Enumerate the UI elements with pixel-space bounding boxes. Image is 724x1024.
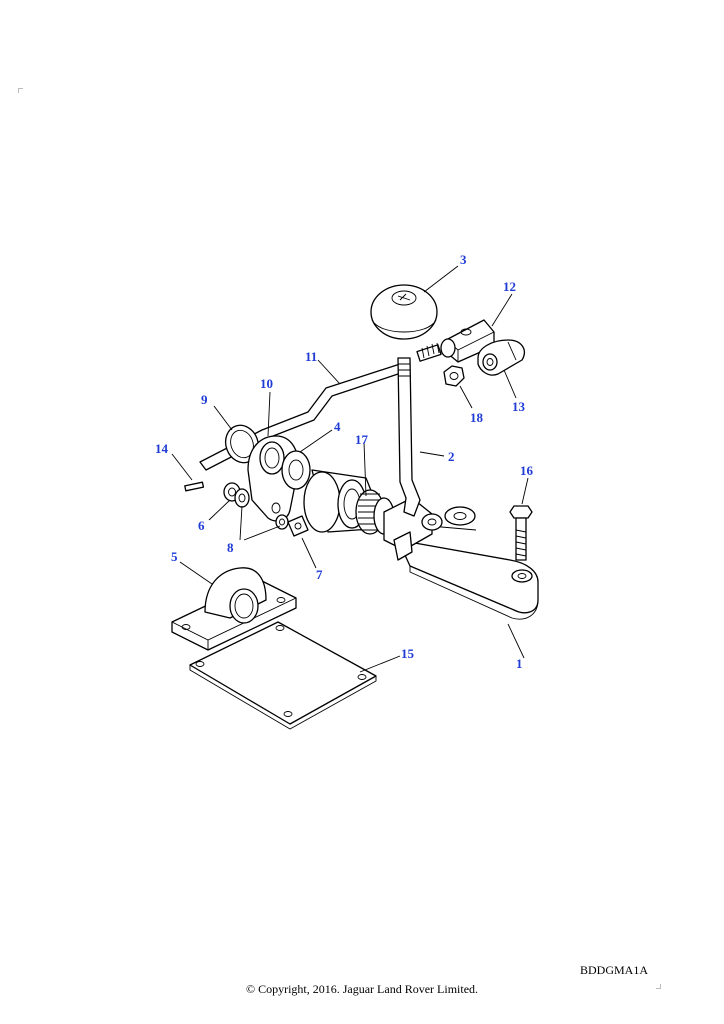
callout-6: 6 <box>198 518 205 533</box>
callout-5: 5 <box>171 549 178 564</box>
callout-16: 16 <box>520 463 534 478</box>
callout-14: 14 <box>155 441 169 456</box>
leader-lines <box>171 265 529 673</box>
part-4-washer <box>281 450 311 490</box>
part-18-nut <box>443 365 465 387</box>
part-8-washers <box>275 514 289 530</box>
callout-7: 7 <box>316 567 323 582</box>
callout-13: 13 <box>512 399 526 414</box>
callout-10: 10 <box>260 376 273 391</box>
part-6-bush <box>223 482 250 508</box>
copyright-notice: © Copyright, 2016. Jaguar Land Rover Lim… <box>245 982 479 996</box>
part-7-clip-nut <box>287 515 309 537</box>
callout-17: 17 <box>355 432 369 447</box>
callout-11: 11 <box>305 349 317 364</box>
callout-12: 12 <box>503 279 516 294</box>
callout-8: 8 <box>227 540 234 555</box>
part-2-gear-lever <box>397 357 421 517</box>
part-16-bolt <box>509 505 533 561</box>
part-5-bearing-housing <box>171 567 297 651</box>
part-15-gasket-plate <box>189 621 377 730</box>
callout-2: 2 <box>448 449 455 464</box>
lever-washer <box>444 506 476 526</box>
corner-mark-top-left <box>18 88 23 93</box>
callout-labels: 1 2 3 4 5 6 7 8 9 10 11 12 13 14 15 16 1… <box>155 252 534 671</box>
threaded-stud <box>416 342 442 362</box>
callout-4: 4 <box>334 419 341 434</box>
reference-code: BDDGMA1A <box>580 963 649 977</box>
gear-lever-block <box>383 497 443 561</box>
callout-15: 15 <box>401 646 415 661</box>
callout-18: 18 <box>470 410 484 425</box>
part-13-clevis-clip <box>477 339 525 376</box>
part-1-lever-arm <box>397 525 539 620</box>
corner-mark-bottom-right <box>656 984 661 989</box>
callout-3: 3 <box>460 252 467 267</box>
part-14-pin <box>184 481 205 492</box>
callout-9: 9 <box>201 392 208 407</box>
callout-1: 1 <box>516 656 523 671</box>
part-3-gear-knob <box>370 284 438 340</box>
